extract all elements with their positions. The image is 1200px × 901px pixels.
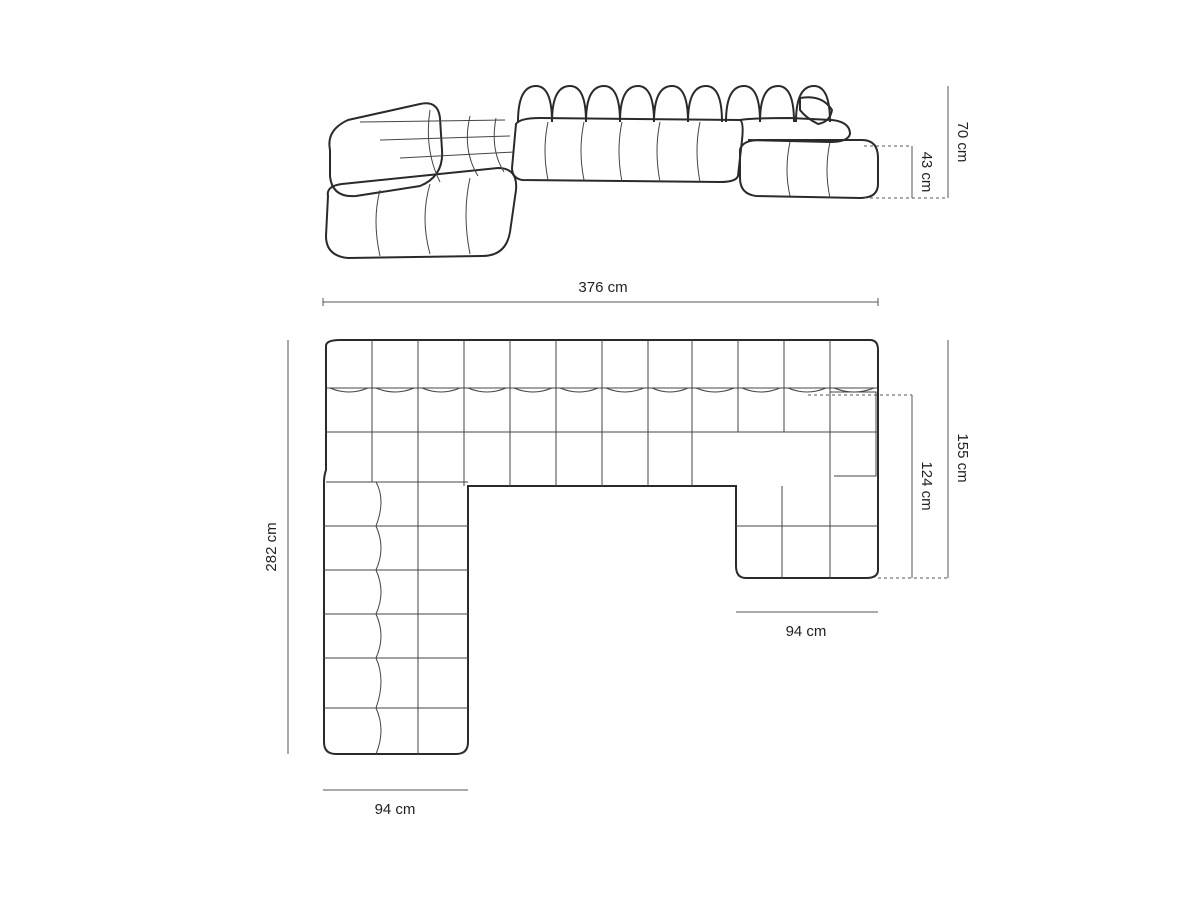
chaise-depth-label: 155 cm [954, 433, 971, 482]
back-height-label: 70 cm [954, 122, 971, 163]
seat-cushion-edge [741, 387, 781, 393]
seat-cushion-edge [421, 387, 461, 393]
back-cushion [517, 84, 553, 123]
back-cushion [795, 84, 831, 123]
seat-cushion-edge [329, 387, 369, 393]
seat-height-label: 43 cm [918, 152, 935, 193]
seat-cushion-edge [467, 387, 507, 393]
total-depth-label: 282 cm [263, 522, 280, 571]
perspective-view: 70 cm 43 cm [324, 84, 971, 260]
seat-cushion-edge [559, 387, 599, 393]
seat-cushion-edge [375, 387, 415, 393]
back-cushion [687, 84, 723, 123]
back-cushion [725, 84, 761, 123]
sofa-outline [323, 339, 879, 755]
seat-cushion-edge [787, 387, 827, 393]
back-cushion [759, 84, 795, 123]
seat-cushion-edge [695, 387, 735, 393]
seat-cushion-edge [651, 387, 689, 393]
seat-cushion-edge [605, 387, 645, 393]
chaise-width-label: 94 cm [786, 623, 827, 640]
seat-cushion-edge [513, 387, 553, 393]
arm-section-width-label: 94 cm [375, 801, 416, 818]
back-cushion [551, 84, 587, 123]
back-cushion [619, 84, 655, 123]
back-cushion [585, 84, 621, 123]
total-width-label: 376 cm [578, 279, 627, 296]
back-cushion [653, 84, 689, 123]
top-view: 376 cm 282 cm 155 cm 124 cm [263, 279, 971, 818]
seat-cushion-edge [833, 387, 875, 393]
chaise-seat-depth-label: 124 cm [918, 461, 935, 510]
